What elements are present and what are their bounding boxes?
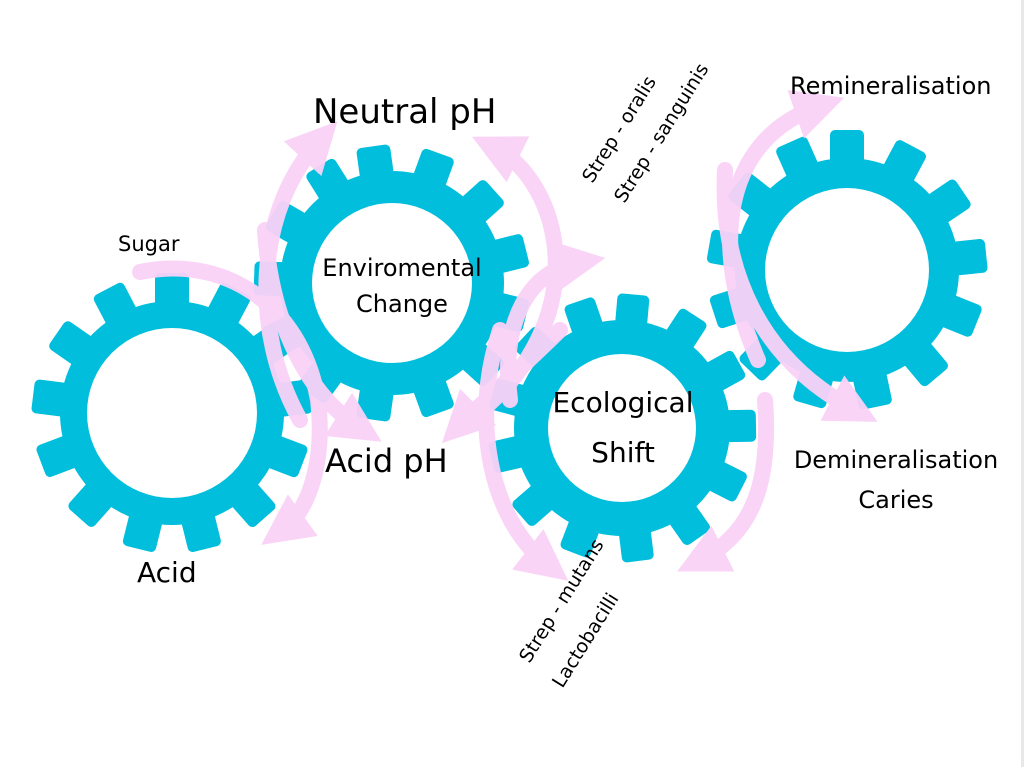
arrow-eco-down-left <box>478 322 569 581</box>
label-demineralisation-caries: Demineralisation Caries <box>768 440 1024 520</box>
right-edge-border <box>1021 0 1024 767</box>
label-acid: Acid <box>137 556 197 589</box>
label-neutral-ph: Neutral pH <box>313 92 497 132</box>
arrow-demineralisation <box>716 162 878 422</box>
label-env-line1: Enviromental <box>322 254 482 282</box>
gear-remineralisation-icon <box>706 130 988 410</box>
label-eco-line1: Ecological <box>552 386 694 419</box>
arrow-remineralisation <box>722 90 845 368</box>
arrow-left-down-acidph <box>257 222 382 442</box>
label-eco-line2: Shift <box>591 436 655 469</box>
label-demineralisation: Demineralisation <box>793 446 999 474</box>
arrow-eco-down-right <box>677 392 775 572</box>
label-remineralisation: Remineralisation <box>790 72 992 100</box>
label-environmental-change: Enviromental Change <box>300 250 504 322</box>
label-env-line2: Change <box>356 290 448 318</box>
label-caries: Caries <box>858 486 934 514</box>
label-ecological-shift: Ecological Shift <box>528 378 718 478</box>
gear-ecological-shift-icon <box>488 293 757 563</box>
label-acid-ph: Acid pH <box>325 442 448 480</box>
label-sugar: Sugar <box>118 232 180 256</box>
gear-environmental-change-icon <box>253 144 529 422</box>
arrow-ecological-upper <box>500 240 606 408</box>
